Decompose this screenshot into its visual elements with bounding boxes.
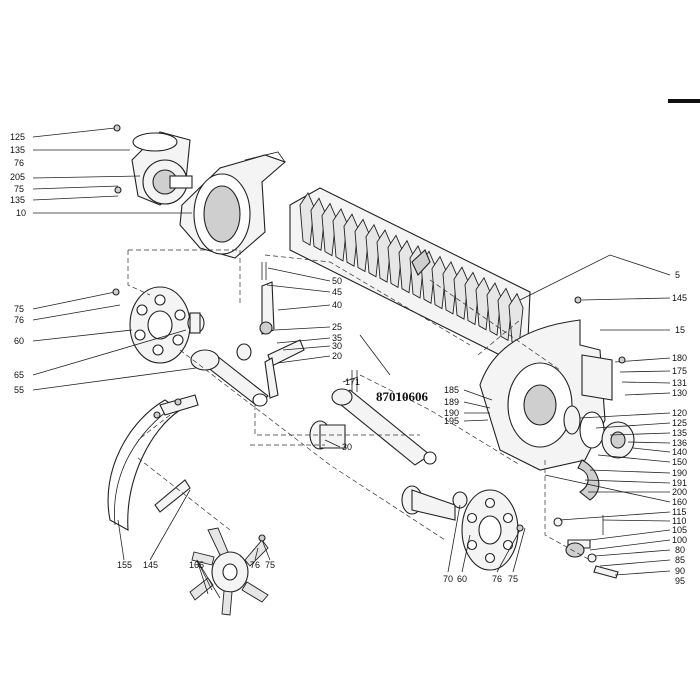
- label-80: 80: [675, 545, 685, 555]
- label-160: 160: [672, 497, 687, 507]
- label-190: 190: [444, 408, 459, 418]
- pulley-part-60-left: [129, 286, 191, 364]
- label-75: 75: [508, 574, 518, 584]
- label-30: 30: [332, 341, 342, 351]
- label-125: 125: [10, 132, 25, 142]
- label-135: 135: [10, 145, 25, 155]
- label-76: 76: [492, 574, 502, 584]
- label-100: 100: [672, 535, 687, 545]
- label-105: 105: [672, 525, 687, 535]
- label-195: 195: [444, 416, 459, 426]
- label-75: 75: [265, 560, 275, 570]
- label-120: 120: [672, 408, 687, 418]
- label-175: 175: [672, 366, 687, 376]
- sleeve-part-65: [187, 312, 205, 334]
- label-155: 155: [117, 560, 132, 570]
- label-125: 125: [672, 418, 687, 428]
- label-70: 70: [443, 574, 453, 584]
- bolt-icons: [112, 124, 626, 542]
- label-180: 180: [672, 353, 687, 363]
- label-60: 60: [457, 574, 467, 584]
- assembly-guide-lines: [127, 249, 591, 561]
- label-189: 189: [444, 397, 459, 407]
- label-76: 76: [14, 158, 24, 168]
- label-115: 115: [672, 507, 686, 517]
- label-145: 145: [143, 560, 158, 570]
- label-60: 60: [14, 336, 24, 346]
- label-165: 165: [189, 560, 204, 570]
- label-35: 35: [332, 333, 342, 343]
- label-110: 110: [672, 516, 686, 526]
- bolt-stack-part: [553, 515, 619, 579]
- page-marker-bar: [668, 99, 700, 103]
- drum-housing-part-10: [179, 151, 287, 259]
- central-shaft-part-30: [331, 370, 437, 466]
- impeller-part-165: [189, 527, 269, 616]
- rotor-blade-assembly-part-5: [289, 187, 531, 356]
- label-90: 90: [675, 566, 685, 576]
- tensioner-arm-part: [236, 262, 305, 399]
- label-130: 130: [672, 388, 687, 398]
- label-136: 136: [672, 438, 687, 448]
- label-76: 76: [250, 560, 260, 570]
- label-85: 85: [675, 555, 685, 565]
- label-55: 55: [14, 385, 24, 395]
- label-65: 65: [14, 370, 24, 380]
- label-191: 191: [672, 478, 687, 488]
- leader-lines: [32, 127, 671, 599]
- label-131: 131: [672, 378, 687, 388]
- pulley-part-60-right: [461, 489, 519, 571]
- label-25: 25: [332, 322, 342, 332]
- shaft-part-55: [190, 349, 269, 407]
- label-205: 205: [10, 172, 25, 182]
- label-95: 95: [675, 576, 685, 586]
- label-20: 20: [332, 351, 342, 361]
- label-185: 185: [444, 385, 459, 395]
- label-135: 135: [672, 428, 687, 438]
- bushing-part-70: [452, 491, 468, 509]
- bearing-housing-part: [131, 131, 193, 206]
- label-171: 171: [345, 377, 360, 387]
- label-45: 45: [332, 287, 342, 297]
- label-75: 75: [14, 304, 24, 314]
- belt-part-155: [107, 394, 199, 531]
- label-10: 10: [16, 208, 26, 218]
- label-75: 75: [14, 184, 24, 194]
- label-140: 140: [672, 447, 687, 457]
- label-145: 145: [672, 293, 687, 303]
- label-30: 30: [342, 442, 352, 452]
- label-5: 5: [675, 270, 680, 280]
- label-50: 50: [332, 276, 342, 286]
- highlight-part-number: 87010606: [376, 389, 429, 404]
- rotor-blade: [508, 292, 524, 347]
- label-200: 200: [672, 487, 687, 497]
- label-15: 15: [675, 325, 685, 335]
- label-76: 76: [14, 315, 24, 325]
- label-150: 150: [672, 457, 687, 467]
- label-40: 40: [332, 300, 342, 310]
- label-135: 135: [10, 195, 25, 205]
- part-labels: 125 135 76 205 75 135 10 75 76 60 65 55 …: [10, 132, 687, 586]
- label-190: 190: [672, 468, 687, 478]
